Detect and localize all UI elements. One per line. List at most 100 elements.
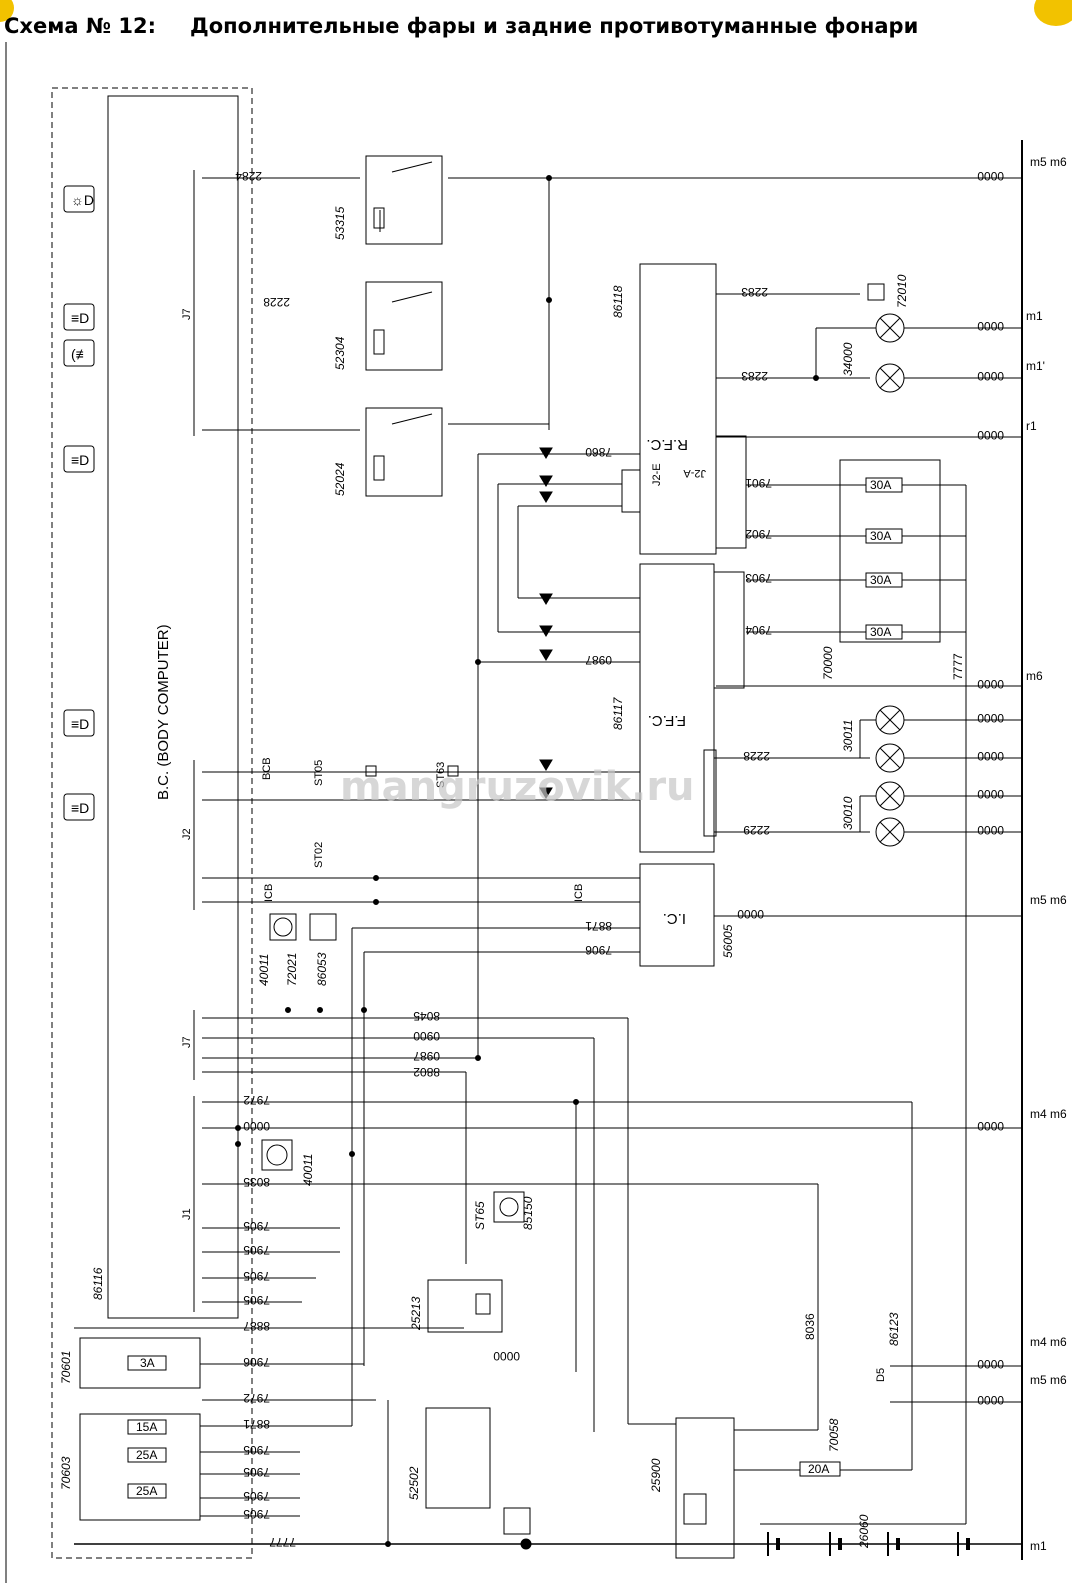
wire-7905-label: 7905 [243, 1489, 270, 1503]
main-relay-25900[interactable] [675, 1417, 735, 1559]
ground-m6-label: m6 [1026, 669, 1043, 683]
relay-coil [683, 1493, 707, 1525]
ignition-key-icon [503, 1507, 531, 1535]
lamp-30011-code: 30011 [841, 720, 855, 752]
connector-j2: J2 [181, 828, 193, 840]
fuse-box-70603 [79, 1413, 201, 1521]
fuse-15a-label: 15A [136, 1420, 157, 1434]
test-point [447, 765, 459, 777]
switch-52304[interactable] [365, 281, 443, 371]
switch-52024[interactable] [365, 407, 443, 497]
ground-m1p-label: m1' [1026, 359, 1045, 373]
wire-0000-label: 0000 [977, 711, 1004, 725]
dial-86053-code: 86053 [315, 952, 329, 986]
sensor-85150-code: 85150 [521, 1196, 535, 1230]
junction [285, 1007, 291, 1013]
fuse-30a-label: 30A [870, 529, 891, 543]
ground-m5m6-label: m5 m6 [1030, 893, 1067, 907]
fuse-30a-label: 30A [870, 573, 891, 587]
fuse-25a-label: 25A [136, 1448, 157, 1462]
dial-icon [261, 913, 337, 1171]
wire-0000-label: 0000 [977, 1119, 1004, 1133]
tag-bcb: BCB [261, 757, 273, 780]
wire-7905-label: 7905 [243, 1269, 270, 1283]
ground-m4m6-label: m4 m6 [1030, 1107, 1067, 1121]
ic-label: I.C. [663, 910, 686, 927]
relay-switch-52502[interactable] [425, 1407, 491, 1509]
junction-main [520, 1538, 532, 1550]
wire-2228-label: 2228 [263, 295, 290, 309]
rfc-module [639, 263, 717, 555]
bc-icons [63, 185, 95, 821]
wire-0900-label: 0900 [413, 1029, 440, 1043]
switch-52304-code: 52304 [333, 336, 347, 370]
relay-switch-52502-code: 52502 [407, 1466, 421, 1500]
ground-m5m6-label: m5 m6 [1030, 155, 1067, 169]
wire-8871-label: 8871 [243, 1417, 270, 1431]
fuse-15a [127, 1419, 167, 1435]
ic-module [639, 863, 715, 967]
wire-7972-label: 7972 [243, 1093, 270, 1107]
lamps-30010 [875, 781, 905, 847]
fuse-20a-code: 70058 [827, 1418, 841, 1452]
wire-8871-label: 8871 [585, 919, 612, 933]
rfc-code: 86118 [611, 285, 625, 318]
wire-2283b-label: 2283 [741, 369, 768, 383]
wire-2283-label: 2283 [741, 285, 768, 299]
fuse-20a-label: 20A [808, 1462, 829, 1476]
battery [767, 1532, 970, 1556]
tag-st02: ST02 [313, 842, 325, 868]
wire-7904-label: 7904 [745, 623, 772, 637]
tag-st63: ST63 [435, 762, 447, 788]
fuse-30a-label: 30A [870, 625, 891, 639]
wire-7902-label: 7902 [745, 527, 772, 541]
fuse-box-70601 [79, 1337, 201, 1389]
ffc-module [639, 563, 715, 853]
rfc-label: R.F.C. [646, 436, 688, 453]
wire-2229b-label: 2229 [743, 823, 770, 837]
bc-code: 86116 [91, 1267, 105, 1300]
dip-beam-icon: ≡D [71, 800, 89, 816]
wire-0000-label: 0000 [977, 823, 1004, 837]
connector-j7b: J7 [181, 1036, 193, 1048]
tag-d5: D5 [875, 1368, 887, 1382]
connector-j2a-rfc [715, 435, 747, 549]
wire-7777-label: 7777 [269, 1535, 296, 1549]
lamp-72010-body [867, 283, 885, 301]
watermark: mangruzovik.ru [340, 764, 695, 810]
wire-0000-label: 0000 [737, 907, 764, 921]
wire-7972-label: 7972 [243, 1391, 270, 1405]
lamp-72010-code: 72010 [895, 274, 909, 308]
rear-fog-icon: (≢ [71, 346, 90, 362]
wire-7901-label: 7901 [745, 476, 772, 490]
relay-25213-code: 25213 [409, 1296, 423, 1331]
connector-pins [539, 447, 553, 799]
lamps-30011 [875, 705, 905, 773]
sensor-code: ST65 [473, 1201, 487, 1230]
relay-25213[interactable] [427, 1279, 503, 1333]
fuse-20a [799, 1461, 841, 1477]
fuse-3a [127, 1355, 167, 1371]
wire-7905-label: 7905 [243, 1243, 270, 1257]
fuse-box-70000-code: 70000 [821, 646, 835, 680]
dial-40011-code-2: 40011 [301, 1154, 315, 1186]
connector-j7: J7 [181, 308, 193, 320]
dial-72021-code: 72021 [285, 953, 299, 986]
scheme-title: Дополнительные фары и задние противотума… [190, 14, 919, 38]
bc-module-box [107, 95, 239, 1319]
connector-j2e-label: J2-E [651, 463, 663, 486]
lamp-30010-code: 30010 [841, 796, 855, 830]
fuse-25a-2 [127, 1483, 167, 1499]
main-relay-code: 25900 [649, 1458, 663, 1493]
wire-0000-label: 0000 [977, 428, 1004, 442]
test-point [365, 765, 377, 777]
fuse-box-70000 [839, 459, 941, 643]
headlamp-icon: ≡D [71, 716, 89, 732]
sensor-85150 [493, 1191, 525, 1223]
fuse-25a [127, 1447, 167, 1463]
relay-coil [475, 1293, 491, 1315]
switch-53315[interactable] [365, 155, 443, 245]
wire-0000-label: 0000 [243, 1119, 270, 1133]
junction [317, 1007, 323, 1013]
wire-0987-label: 0987 [585, 653, 612, 667]
